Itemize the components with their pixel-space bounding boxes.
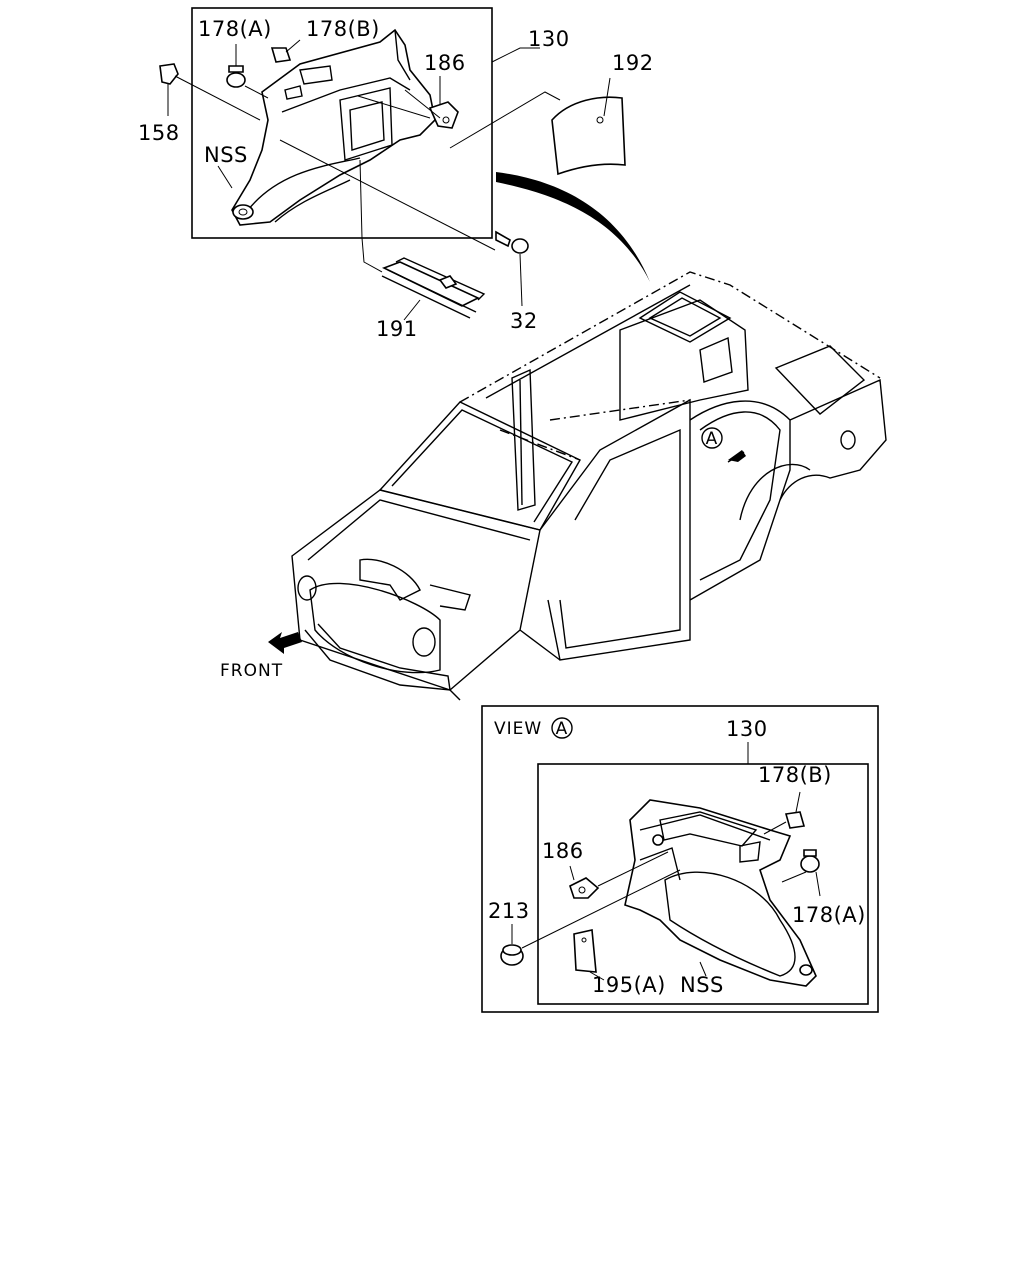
bracket-186-view	[569, 851, 669, 899]
label-178a-view: 178(A)	[792, 903, 866, 927]
label-192: 192	[612, 51, 654, 75]
label-32: 32	[510, 309, 538, 333]
location-arrow	[496, 172, 650, 282]
vehicle-body	[291, 271, 887, 701]
front-label: FRONT	[220, 661, 283, 681]
label-186-view: 186	[542, 839, 584, 863]
clip-178b-view	[763, 791, 806, 835]
jack-191	[381, 257, 486, 321]
view-a-inner-frame	[537, 763, 869, 1005]
label-nss-top: NSS	[204, 143, 248, 167]
clip-178a-view	[781, 849, 821, 897]
clip-178a	[226, 44, 246, 88]
view-a-outer-frame	[481, 705, 879, 1013]
view-marker-a: A	[701, 427, 746, 463]
label-191: 191	[376, 317, 418, 341]
front-direction: FRONT	[220, 632, 302, 681]
label-195a-view: 195(A)	[592, 973, 666, 997]
label-213-view: 213	[488, 899, 530, 923]
top-inset	[159, 7, 561, 273]
view-a-title-letter: A	[556, 719, 569, 739]
grommet-213-view	[500, 869, 681, 966]
view-a-inset: VIEW A 130	[481, 705, 879, 1013]
cover-192	[551, 77, 626, 176]
view-a-title-circle	[551, 717, 573, 739]
label-158: 158	[138, 121, 180, 145]
label-130-top: 130	[528, 27, 570, 51]
front-arrow-icon	[268, 632, 302, 654]
quarter-trim-panel-view	[624, 799, 817, 987]
label-178b-view: 178(B)	[758, 763, 832, 787]
fastener-158	[159, 63, 179, 116]
view-marker-letter: A	[706, 429, 719, 449]
label-178b-top: 178(B)	[306, 17, 380, 41]
view-a-title: VIEW	[494, 719, 542, 739]
label-130-view: 130	[726, 717, 768, 741]
bracket-186	[428, 76, 459, 129]
quarter-trim-panel	[231, 28, 436, 226]
label-178a-top: 178(A)	[198, 17, 272, 41]
label-nss-view: NSS	[680, 973, 724, 997]
label-186-top: 186	[424, 51, 466, 75]
clip-178b	[270, 39, 301, 63]
bolt-32	[495, 230, 529, 307]
cover-195a-view	[573, 929, 605, 981]
